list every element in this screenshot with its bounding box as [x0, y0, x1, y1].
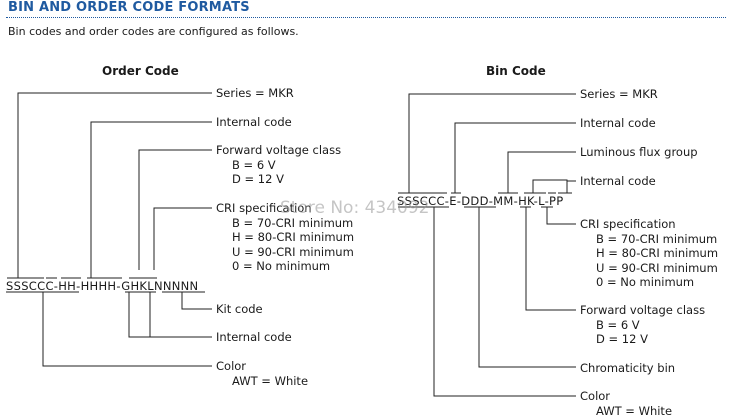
bin-label-internal-mid: Internal code — [580, 174, 656, 188]
bin-label-color: Color AWT = White — [580, 389, 672, 418]
intro-text: Bin codes and order codes are configured… — [8, 25, 299, 38]
bin-cri-b: B = 70-CRI minimum — [596, 231, 718, 246]
bin-leader-internal-mid-bracket — [532, 179, 568, 193]
order-label-fv-class: Forward voltage class B = 6 V D = 12 V — [216, 143, 341, 187]
bin-fv-b: B = 6 V — [596, 317, 640, 332]
order-cri-u: U = 90-CRI minimum — [232, 244, 354, 259]
bin-code-string: SSSCCC-E-DDD-MM-HK-L-PP — [397, 194, 564, 208]
bin-label-series: Series = MKR — [580, 87, 658, 101]
order-label-internal-bottom: Internal code — [216, 330, 292, 344]
bin-leader-chroma — [478, 207, 576, 368]
bin-label-cri: CRI specification B = 70-CRI minimum H =… — [580, 217, 718, 290]
order-fv-d: D = 12 V — [232, 172, 284, 186]
bin-cri-u: U = 90-CRI minimum — [596, 260, 718, 275]
order-label-cri: CRI specification B = 70-CRI minimum H =… — [216, 201, 354, 274]
bin-cri-0: 0 = No minimum — [596, 275, 695, 289]
bin-label-chroma: Chromaticity bin — [580, 361, 676, 375]
order-fv-b: B = 6 V — [232, 157, 276, 172]
order-leader-fv — [138, 149, 212, 270]
bin-label-fv-class: Forward voltage class B = 6 V D = 12 V — [580, 303, 705, 347]
order-label-color: Color AWT = White — [216, 359, 308, 388]
order-code-title: Order Code — [102, 64, 179, 78]
bin-label-internal-top: Internal code — [580, 116, 656, 130]
bin-leader-internal-top — [454, 122, 576, 193]
bin-code-title: Bin Code — [486, 64, 546, 78]
bin-color-awt: AWT = White — [596, 403, 673, 418]
order-cri-b: B = 70-CRI minimum — [232, 215, 354, 230]
bin-cri-heading: CRI specification — [580, 217, 676, 231]
order-leader-internal-top — [90, 121, 212, 278]
order-code-string: SSSCCC-HH-HHHH-GHKLNNNNN — [6, 279, 199, 293]
bin-label-flux: Luminous flux group — [580, 145, 698, 159]
bin-color-heading: Color — [580, 389, 611, 403]
order-cri-0: 0 = No minimum — [232, 259, 331, 273]
order-leader-series — [17, 92, 212, 278]
bin-cri-h: H = 80-CRI minimum — [596, 246, 719, 260]
bin-leader-flux — [507, 151, 576, 193]
order-leader-color — [42, 292, 212, 367]
order-color-awt: AWT = White — [232, 373, 309, 388]
order-leader-cri — [153, 207, 212, 270]
bin-leader-cri — [546, 207, 576, 225]
store-watermark: Store No: 434092 — [280, 198, 430, 218]
order-label-kit: Kit code — [216, 302, 263, 316]
bin-leader-color — [433, 207, 576, 397]
order-cri-heading: CRI specification — [216, 201, 312, 215]
bin-fv-d: D = 12 V — [596, 332, 648, 346]
order-leader-kit — [181, 292, 212, 310]
order-label-internal-top: Internal code — [216, 115, 292, 129]
order-cri-h: H = 80-CRI minimum — [232, 230, 355, 244]
bin-fv-heading: Forward voltage class — [580, 303, 706, 317]
section-heading: BIN AND ORDER CODE FORMATS — [8, 0, 250, 15]
order-fv-heading: Forward voltage class — [216, 143, 342, 157]
bin-leader-series — [408, 93, 576, 193]
order-leader-internal-bottom — [128, 292, 212, 338]
order-color-heading: Color — [216, 359, 247, 373]
heading-divider — [6, 17, 726, 18]
order-label-series: Series = MKR — [216, 86, 294, 100]
bin-leader-fv — [525, 207, 576, 311]
